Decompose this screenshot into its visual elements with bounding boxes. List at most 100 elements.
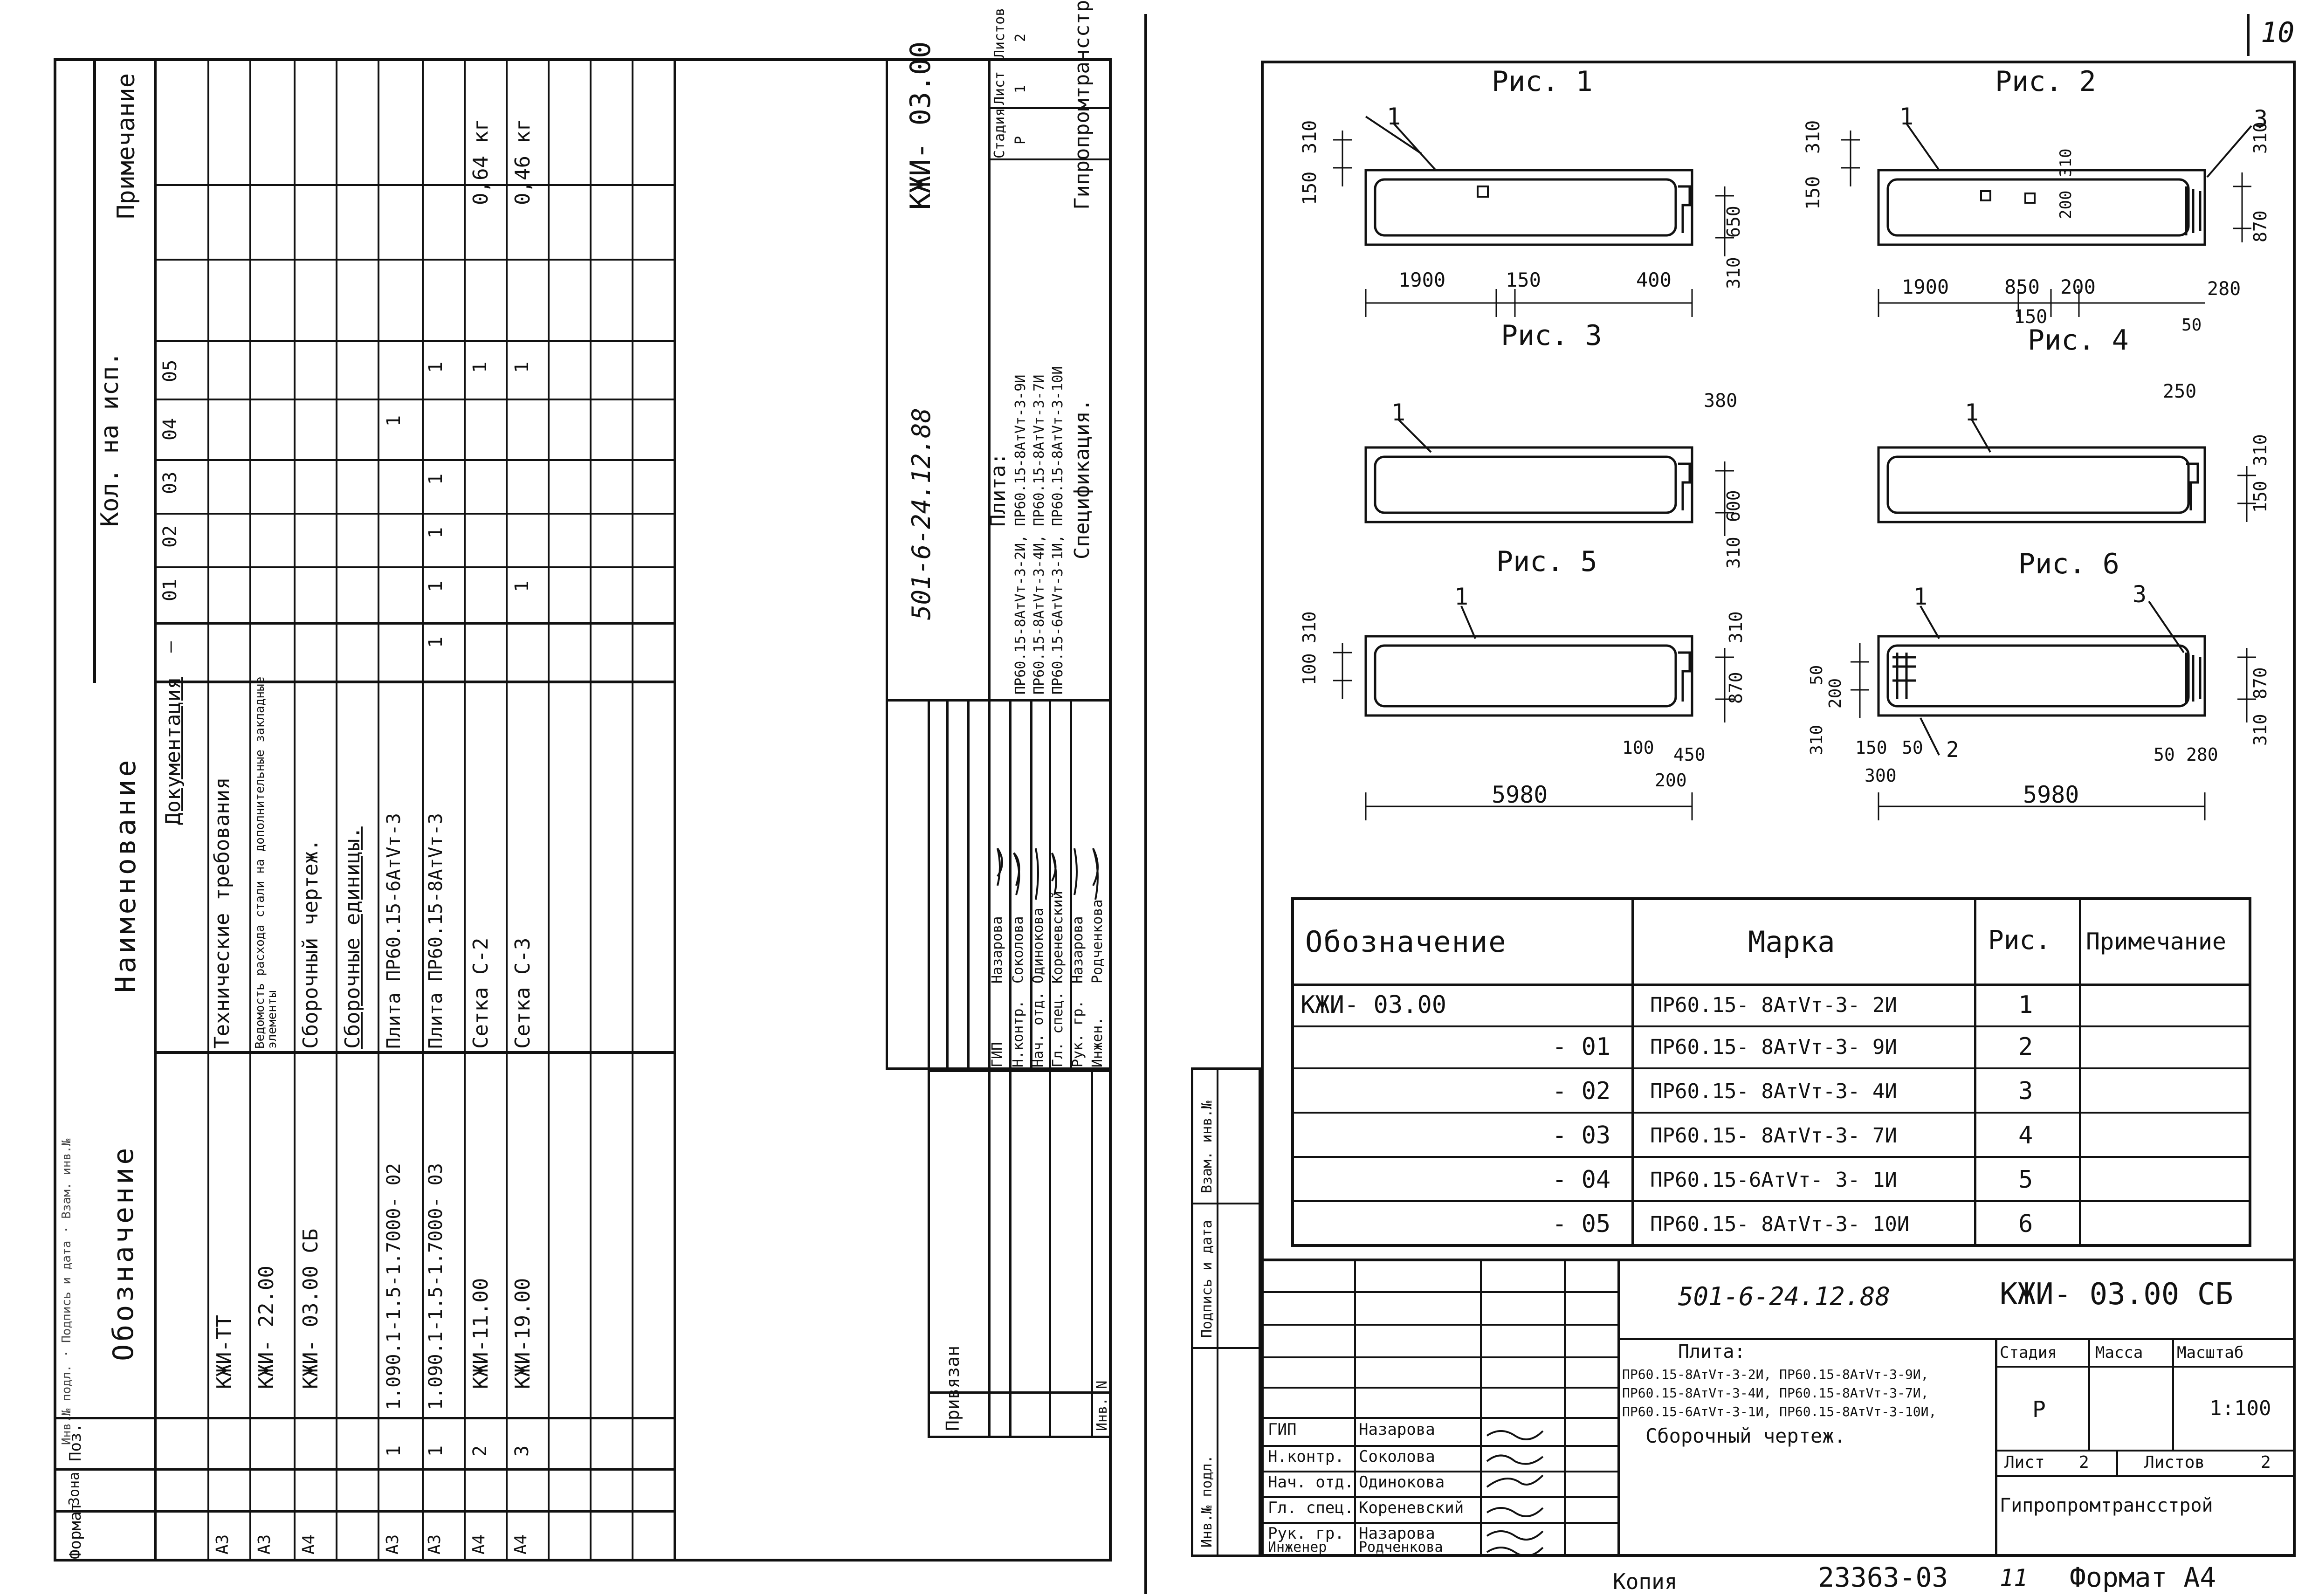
drawing-left-margin bbox=[1191, 1067, 1261, 1557]
spec-tb-stage-label: Стадия bbox=[991, 108, 1008, 158]
spec-row-8-note: 0,46 кг bbox=[511, 118, 535, 205]
spec-tb-role-2: Нач. отд. bbox=[1030, 991, 1046, 1067]
callout-1-fig4: 1 bbox=[1965, 399, 1979, 426]
spec-tb-role-0: ГИП bbox=[989, 1042, 1005, 1067]
drawing-tb-desc-2: ПР60.15-8АтVт-3-4И, ПР60.15-8АтVт-3-7И, bbox=[1622, 1385, 1929, 1401]
drawing-tb-role-1: Н.контр. bbox=[1268, 1447, 1344, 1466]
page-number-bracket bbox=[2247, 14, 2250, 56]
fig2-dim-870: 870 bbox=[2250, 210, 2271, 242]
fig5-dim-100b: 100 bbox=[1622, 737, 1654, 758]
spec-row-7-qty-5: 1 bbox=[469, 361, 491, 373]
spec-tb-name-5: Родченкова bbox=[1089, 899, 1106, 984]
spec-row-0-name: Документация bbox=[161, 677, 185, 825]
spec-row-2-name: Ведомость расхода стали на дополнительны… bbox=[253, 676, 279, 1049]
fig-1-label: Рис. 1 bbox=[1492, 65, 1593, 98]
spec-row-8-name: Сетка С-3 bbox=[511, 937, 535, 1049]
spec-row-2-format: А3 bbox=[255, 1534, 274, 1555]
spec-row-8-designation: КЖИ-19.00 bbox=[511, 1278, 535, 1389]
spec-row-6-format: А3 bbox=[425, 1534, 444, 1555]
spec-tb-name-4: Назарова bbox=[1070, 916, 1086, 984]
marks-row-2-designation: - 02 bbox=[1552, 1077, 1611, 1105]
spec-tb-project: 501-6-24.12.88 bbox=[907, 407, 936, 620]
spec-row-8-qty-1: 1 bbox=[511, 580, 533, 592]
exec-col-3: 03 bbox=[159, 471, 181, 494]
fig6-dim-50: 50 bbox=[1807, 665, 1826, 685]
spec-tb-desc-3: ПР60.15-6АтVт-3-1И, ПР60.15-8АтVт-3-10И bbox=[1050, 366, 1066, 695]
marks-row-1-fig: 2 bbox=[2018, 1033, 2033, 1061]
spec-tb-name-1: Соколова bbox=[1010, 916, 1026, 984]
fig2-dim-50: 50 bbox=[2181, 316, 2202, 335]
drawing-tb-role-3: Гл. спец. bbox=[1268, 1499, 1354, 1517]
fig3-dim-600: 600 bbox=[1723, 490, 1744, 522]
spec-col-note-header: Примечание bbox=[112, 73, 140, 219]
spec-row-1-designation: КЖИ-ТТ bbox=[213, 1315, 236, 1389]
marks-row-1-mark: ПР60.15- 8АтVт-3- 9И bbox=[1650, 1035, 1897, 1059]
margin-label-vzam: Взам. инв.№ bbox=[1199, 1101, 1215, 1193]
exec-col-5: 05 bbox=[159, 359, 181, 382]
fig6-dim-200: 200 bbox=[1826, 678, 1845, 709]
marks-row-0-mark: ПР60.15- 8АтVт-3- 2И bbox=[1650, 993, 1897, 1017]
marks-row-2-fig: 3 bbox=[2018, 1077, 2033, 1105]
margin-label-inv-podl: Инв.№ подл. bbox=[1199, 1455, 1215, 1548]
spec-row-5-name: Плита ПР60.15-6АтVт-3 bbox=[383, 813, 405, 1049]
fig2-dim-310r: 310 bbox=[2250, 122, 2271, 154]
callout-1-fig2: 1 bbox=[1899, 103, 1914, 130]
spec-row-7-format: А4 bbox=[469, 1534, 489, 1555]
drawing-tb-name-2: Одинокова bbox=[1359, 1473, 1445, 1492]
spec-tb-role-3: Гл. спец. bbox=[1050, 991, 1066, 1067]
spec-row-6-qty-3: 1 bbox=[425, 473, 447, 485]
callout-1-fig1: 1 bbox=[1387, 103, 1401, 130]
marks-row-2-mark: ПР60.15- 8АтVт-3- 4И bbox=[1650, 1080, 1897, 1103]
spec-col-name-header: Наименование bbox=[110, 757, 142, 993]
marks-row-3-mark: ПР60.15- 8АтVт-3- 7И bbox=[1650, 1124, 1897, 1148]
marks-row-4-designation: - 04 bbox=[1552, 1166, 1611, 1194]
drawing-tb-role-2: Нач. отд. bbox=[1268, 1473, 1354, 1492]
fig6-dim-310: 310 bbox=[1807, 724, 1826, 755]
fig2-dim-1900: 1900 bbox=[1902, 275, 1949, 298]
marks-header-mark: Марка bbox=[1748, 925, 1835, 959]
fig4-dim-310: 310 bbox=[2250, 434, 2271, 466]
spec-tb-code: КЖИ- 03.00 bbox=[904, 41, 937, 210]
fig-5-label: Рис. 5 bbox=[1496, 545, 1597, 578]
spec-tb-doc-type: Спецификация. bbox=[1070, 399, 1094, 559]
spec-row-6-qty-2: 1 bbox=[425, 527, 447, 538]
spec-tb-sheet: 1 bbox=[1012, 84, 1029, 93]
spec-row-6-designation: 1.090.1-1.5-1.7000- 03 bbox=[425, 1163, 447, 1410]
fig6-dim-310r: 310 bbox=[2250, 714, 2271, 746]
fig2-dim-150: 150 bbox=[2014, 306, 2048, 328]
fig4-dim-150: 150 bbox=[2250, 481, 2271, 513]
drawing-tb-name-5: Родченкова bbox=[1359, 1539, 1443, 1555]
fig6-dim-50b: 50 bbox=[1902, 737, 1923, 758]
fig1-dim-150v: 150 bbox=[1299, 171, 1321, 205]
spec-row-6-pos: 1 bbox=[425, 1445, 447, 1457]
drawing-tb-mass-label: Масса bbox=[2095, 1343, 2143, 1362]
fig-3-label: Рис. 3 bbox=[1501, 319, 1602, 352]
spec-row-6-qty-0: 1 bbox=[425, 636, 447, 648]
spec-title-block bbox=[886, 58, 1112, 1070]
marks-row-0-fig: 1 bbox=[2018, 991, 2033, 1019]
spec-row-6-name: Плита ПР60.15-8АтVт-3 bbox=[425, 813, 447, 1049]
bottom-sheet-index: 11 bbox=[2000, 1564, 2028, 1591]
fig3-dim-310: 310 bbox=[1723, 537, 1744, 569]
spec-row-4-name: Сборочные единицы. bbox=[341, 826, 365, 1049]
spec-col-qty-header: Кол. на исп. bbox=[96, 351, 124, 527]
drawing-tb-stage: Р bbox=[2032, 1396, 2046, 1423]
callout-2-fig6: 2 bbox=[1946, 737, 1959, 762]
callout-1-fig6: 1 bbox=[1913, 583, 1928, 610]
exec-col-0: — bbox=[159, 641, 181, 653]
drawing-tb-code: КЖИ- 03.00 СБ bbox=[2000, 1277, 2233, 1312]
spec-row-7-note: 0,64 кг bbox=[469, 118, 493, 205]
spec-tb-name-0: Назарова bbox=[989, 916, 1005, 984]
drawing-tb-sheet: 2 bbox=[2079, 1453, 2089, 1472]
spec-tb-sheets-label: Листов bbox=[991, 7, 1008, 58]
spec-row-8-qty-5: 1 bbox=[511, 361, 533, 373]
margin-label-podpis: Подпись и дата bbox=[1199, 1220, 1215, 1338]
marks-header-designation: Обозначение bbox=[1305, 925, 1507, 959]
spec-tb-name-3: Кореневский bbox=[1050, 891, 1066, 984]
spec-row-1-format: А3 bbox=[213, 1534, 232, 1555]
fig2-dim-200: 200 bbox=[2060, 275, 2096, 298]
spec-tb-role-5: Инжен. bbox=[1089, 1017, 1106, 1067]
spec-row-6-qty-1: 1 bbox=[425, 580, 447, 592]
spec-row-5-qty-04: 1 bbox=[383, 415, 405, 427]
callout-1-fig3: 1 bbox=[1391, 399, 1406, 426]
